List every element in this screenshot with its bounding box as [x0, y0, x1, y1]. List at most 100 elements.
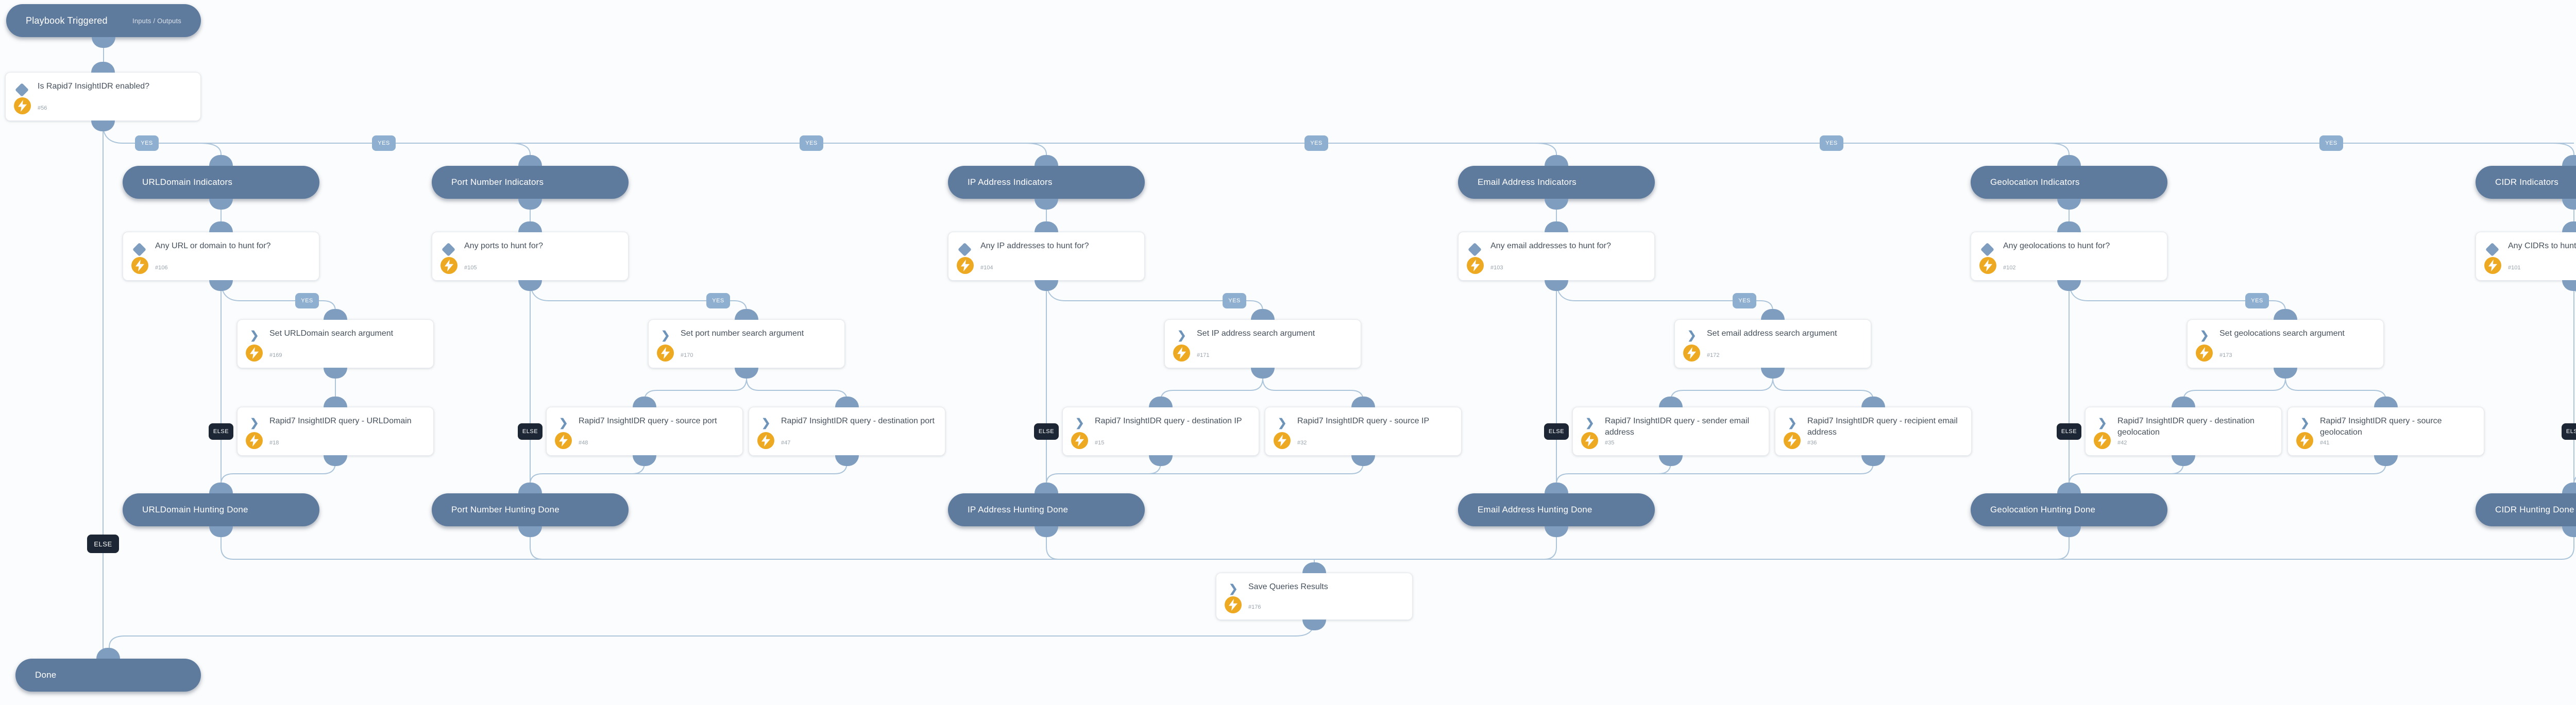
task-title: Set geolocations search argument	[2219, 329, 2345, 338]
condition-task-ports[interactable]: Any ports to hunt for? #105	[432, 221, 629, 291]
condition-diamond-icon	[958, 243, 972, 256]
set-task-port-number[interactable]: ❯ Set port number search argument #170	[648, 309, 845, 379]
task-id: #101	[2508, 265, 2521, 271]
hunting-done-header-port-number[interactable]: Port Number Hunting Done	[432, 483, 629, 537]
node-port	[92, 37, 115, 48]
yes-label: YES	[372, 135, 396, 151]
branch-header-title: Port Number Indicators	[451, 177, 544, 187]
hunting-done-header-ip-address[interactable]: IP Address Hunting Done	[948, 483, 1145, 537]
condition-task-email[interactable]: Any email addresses to hunt for? #103	[1458, 221, 1655, 291]
branch-header-cidr[interactable]: CIDR Indicators	[2476, 155, 2576, 210]
node-port	[1351, 455, 1375, 466]
query-task-destination-geolocation[interactable]: ❯ Rapid7 InsightIDR query - destination …	[2085, 397, 2282, 466]
node-port	[1545, 526, 1568, 537]
query-task-destination-ip[interactable]: ❯ Rapid7 InsightIDR query - destination …	[1062, 397, 1259, 466]
hunting-done-header-cidr[interactable]: CIDR Hunting Done	[2476, 483, 2576, 537]
branch-header-email-address[interactable]: Email Address Indicators	[1458, 155, 1655, 210]
set-task-ip-address[interactable]: ❯ Set IP address search argument #171	[1164, 309, 1361, 379]
node-port	[1761, 368, 1785, 379]
condition-task-urldomain[interactable]: Any URL or domain to hunt for? #106	[123, 221, 319, 291]
branch-header-title: CIDR Indicators	[2495, 177, 2558, 187]
set-task-email-address[interactable]: ❯ Set email address search argument #172	[1674, 309, 1871, 379]
else-label-main: ELSE	[87, 535, 119, 553]
node-port	[518, 526, 542, 537]
node-port	[518, 199, 542, 210]
task-id: #36	[1807, 440, 1817, 446]
set-task-urldomain[interactable]: ❯ Set URLDomain search argument #169	[237, 309, 434, 379]
else-label: ELSE	[209, 423, 233, 440]
query-task-sender-email[interactable]: ❯ Rapid7 InsightIDR query - sender email…	[1572, 397, 1769, 466]
else-label: ELSE	[1544, 423, 1569, 440]
task-id: #103	[1490, 265, 1503, 271]
hunting-done-header-geolocation[interactable]: Geolocation Hunting Done	[1971, 483, 2167, 537]
node-port	[209, 280, 233, 291]
task-chevron-icon: ❯	[250, 330, 259, 341]
set-task-geolocations[interactable]: ❯ Set geolocations search argument #173	[2187, 309, 2384, 379]
query-task-recipient-email[interactable]: ❯ Rapid7 InsightIDR query - recipient em…	[1775, 397, 1972, 466]
node-port	[518, 280, 542, 291]
task-id: #15	[1095, 440, 1105, 446]
query-task-destination-port[interactable]: ❯ Rapid7 InsightIDR query - destination …	[749, 397, 945, 466]
task-chevron-icon: ❯	[1278, 417, 1287, 429]
node-port	[1149, 455, 1173, 466]
branch-header-port-number[interactable]: Port Number Indicators	[432, 155, 629, 210]
lightning-bolt-icon	[1225, 596, 1242, 613]
condition-task-cidr[interactable]: Any CIDRs to hunt for? #101	[2476, 221, 2576, 291]
query-task-source-geolocation[interactable]: ❯ Rapid7 InsightIDR query - source geolo…	[2287, 397, 2484, 466]
playbook-start-title: Playbook Triggered	[26, 15, 108, 26]
task-title: Rapid7 InsightIDR query - destination ge…	[2117, 417, 2255, 437]
hunting-done-header-email-address[interactable]: Email Address Hunting Done	[1458, 483, 1655, 537]
branch-header-geolocation[interactable]: Geolocation Indicators	[1971, 155, 2167, 210]
condition-task-ip[interactable]: Any IP addresses to hunt for? #104	[948, 221, 1145, 291]
task-chevron-icon: ❯	[250, 417, 259, 429]
node-port	[1251, 368, 1275, 379]
node-port	[2562, 155, 2576, 166]
done-node[interactable]: Done	[15, 648, 201, 692]
hunting-done-header-urldomain[interactable]: URLDomain Hunting Done	[123, 483, 319, 537]
lightning-bolt-icon	[1581, 432, 1598, 449]
lightning-bolt-icon	[2094, 432, 2111, 449]
save-queries-results-task[interactable]: ❯ Save Queries Results #176	[1216, 562, 1413, 630]
task-id: #42	[2117, 440, 2127, 446]
yes-label: YES	[800, 135, 823, 151]
branch-header-urldomain[interactable]: URLDomain Indicators	[123, 155, 319, 210]
lightning-bolt-icon	[1274, 432, 1291, 449]
node-port	[835, 455, 859, 466]
lightning-bolt-icon	[2484, 257, 2501, 274]
node-port	[1861, 455, 1885, 466]
lightning-bolt-icon	[246, 345, 263, 362]
query-task-source-port[interactable]: ❯ Rapid7 InsightIDR query - source port …	[546, 397, 743, 466]
task-id: #18	[269, 440, 279, 446]
branch-done-title: IP Address Hunting Done	[968, 505, 1069, 514]
inputs-outputs-link[interactable]: Inputs / Outputs	[132, 16, 181, 25]
lightning-bolt-icon	[555, 432, 572, 449]
task-title: Set IP address search argument	[1197, 329, 1315, 338]
task-id: #48	[579, 440, 588, 446]
playbook-start-node[interactable]: Playbook Triggered Inputs / Outputs	[6, 4, 201, 48]
condition-task-geolocation[interactable]: Any geolocations to hunt for? #102	[1971, 221, 2167, 291]
branch-header-ip-address[interactable]: IP Address Indicators	[948, 155, 1145, 210]
query-task-urldomain[interactable]: ❯ Rapid7 InsightIDR query - URLDomain #1…	[237, 397, 434, 466]
lightning-bolt-icon	[1784, 432, 1801, 449]
node-port	[324, 455, 347, 466]
node-port	[2374, 455, 2398, 466]
yes-label: YES	[1733, 293, 1756, 308]
task-id: #176	[1248, 604, 1261, 610]
task-title: Set URLDomain search argument	[269, 329, 394, 338]
lightning-bolt-icon	[131, 257, 148, 274]
root-condition-task[interactable]: Is Rapid7 InsightIDR enabled? #56	[5, 62, 201, 131]
node-port	[2057, 199, 2081, 210]
query-task-source-ip[interactable]: ❯ Rapid7 InsightIDR query - source IP #3…	[1265, 397, 1462, 466]
condition-diamond-icon	[442, 243, 455, 256]
task-id: #169	[269, 352, 282, 358]
branch-header-title: IP Address Indicators	[968, 177, 1053, 187]
lightning-bolt-icon	[657, 345, 674, 362]
node-port	[633, 455, 656, 466]
task-title: Rapid7 InsightIDR query - source geoloca…	[2320, 417, 2442, 437]
task-title: Set email address search argument	[1707, 329, 1837, 338]
node-port	[2057, 280, 2081, 291]
node-port	[1035, 199, 1058, 210]
task-chevron-icon: ❯	[661, 330, 670, 341]
lightning-bolt-icon	[246, 432, 263, 449]
branch-header-title: Geolocation Indicators	[1990, 177, 2080, 187]
